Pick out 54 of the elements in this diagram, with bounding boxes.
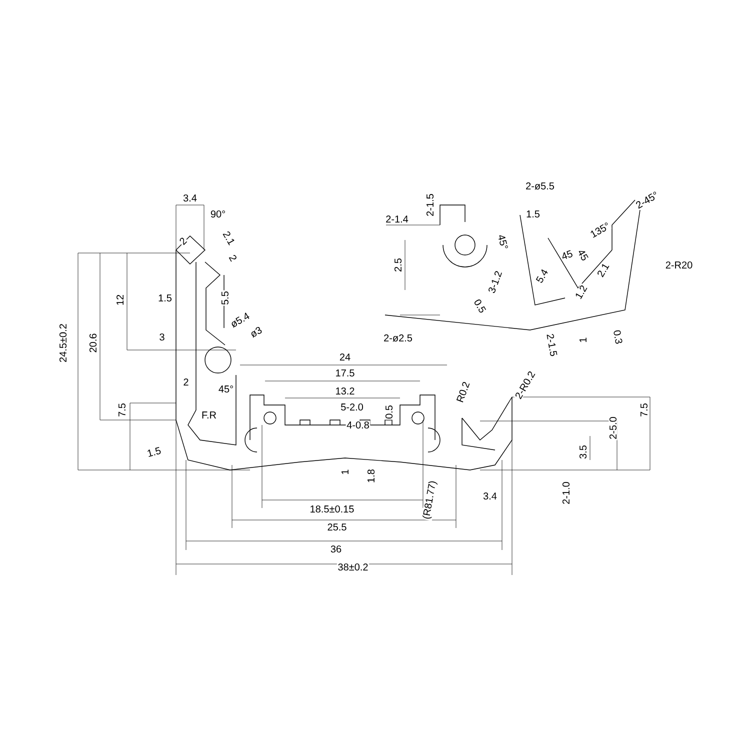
dimension-label: 2-1.0 bbox=[562, 480, 570, 506]
dimension-label: 2-1.4 bbox=[384, 214, 410, 224]
dimension-label: 38±0.2 bbox=[336, 562, 370, 572]
dimension-label: 3.5 bbox=[578, 444, 588, 460]
dimension-label: 5.5 bbox=[220, 290, 230, 306]
dimension-label: 5-2.0 bbox=[340, 402, 364, 412]
dimension-label: 135° bbox=[588, 220, 612, 240]
dimension-label: 36 bbox=[330, 544, 342, 554]
dimension-label: 45 bbox=[576, 247, 590, 263]
dimension-label: 13.2 bbox=[334, 386, 356, 396]
dimension-label: 24.5±0.2 bbox=[58, 322, 68, 364]
dimension-label: 3-1.2 bbox=[486, 269, 504, 295]
dimension-label: 2 bbox=[228, 252, 238, 264]
dimension-label: 3 bbox=[158, 332, 166, 342]
dimension-label: 20.6 bbox=[88, 332, 98, 354]
dimension-label: 1.8 bbox=[366, 468, 376, 484]
dimension-label: 0.5 bbox=[472, 297, 488, 315]
dimension-label: 1.5 bbox=[145, 446, 163, 458]
dimension-label: 90° bbox=[210, 210, 226, 218]
dimension-label: R0.2 bbox=[455, 380, 471, 404]
dimension-label: 7.5 bbox=[118, 402, 126, 418]
dimension-label: 24 bbox=[338, 352, 352, 362]
dimension-label: 2-1.5 bbox=[426, 192, 434, 218]
dimension-label: 3.4 bbox=[482, 492, 498, 500]
dimension-label: 2.1 bbox=[595, 261, 611, 279]
dimension-label: 4-0.8 bbox=[346, 420, 370, 430]
dimension-label: 12 bbox=[116, 294, 124, 306]
dimension-label: 2 bbox=[182, 378, 190, 386]
dimension-label: 45 bbox=[560, 248, 574, 262]
dimension-label: (R81.77) bbox=[421, 479, 439, 521]
dimension-label: 18.5±0.15 bbox=[309, 504, 355, 514]
dimension-label: 2.1 bbox=[221, 229, 237, 247]
dimension-label: 0.5 bbox=[384, 404, 394, 420]
dimension-label: 0.3 bbox=[612, 328, 624, 346]
dimension-label: 2-5.0 bbox=[608, 416, 618, 440]
dimension-label: F.R bbox=[200, 410, 218, 420]
dimension-label: 2-R20 bbox=[664, 260, 694, 270]
dimension-label: 45° bbox=[496, 232, 510, 252]
dimension-label: 1 bbox=[340, 468, 350, 476]
dimension-label: 1.2 bbox=[573, 283, 589, 301]
dimension-label: 3.4 bbox=[182, 194, 198, 202]
dimension-label: 2.5 bbox=[394, 257, 402, 273]
dimension-label: 7.5 bbox=[640, 402, 648, 418]
dimension-label: 45° bbox=[218, 384, 234, 394]
dimension-label: 1.5 bbox=[157, 294, 173, 302]
dimension-label: 17.5 bbox=[334, 368, 356, 378]
dimension-label: 1.5 bbox=[525, 210, 541, 218]
dimension-label: 2-1.5 bbox=[546, 332, 558, 358]
dimension-label: 2-ø5.5 bbox=[524, 182, 556, 190]
dimension-label: 1 bbox=[578, 336, 588, 344]
dimension-label: 2-ø2.5 bbox=[382, 334, 414, 342]
dimension-label: 25.5 bbox=[326, 522, 348, 532]
dimension-label: 5.4 bbox=[534, 267, 550, 285]
dimension-label: 2 bbox=[177, 235, 189, 247]
